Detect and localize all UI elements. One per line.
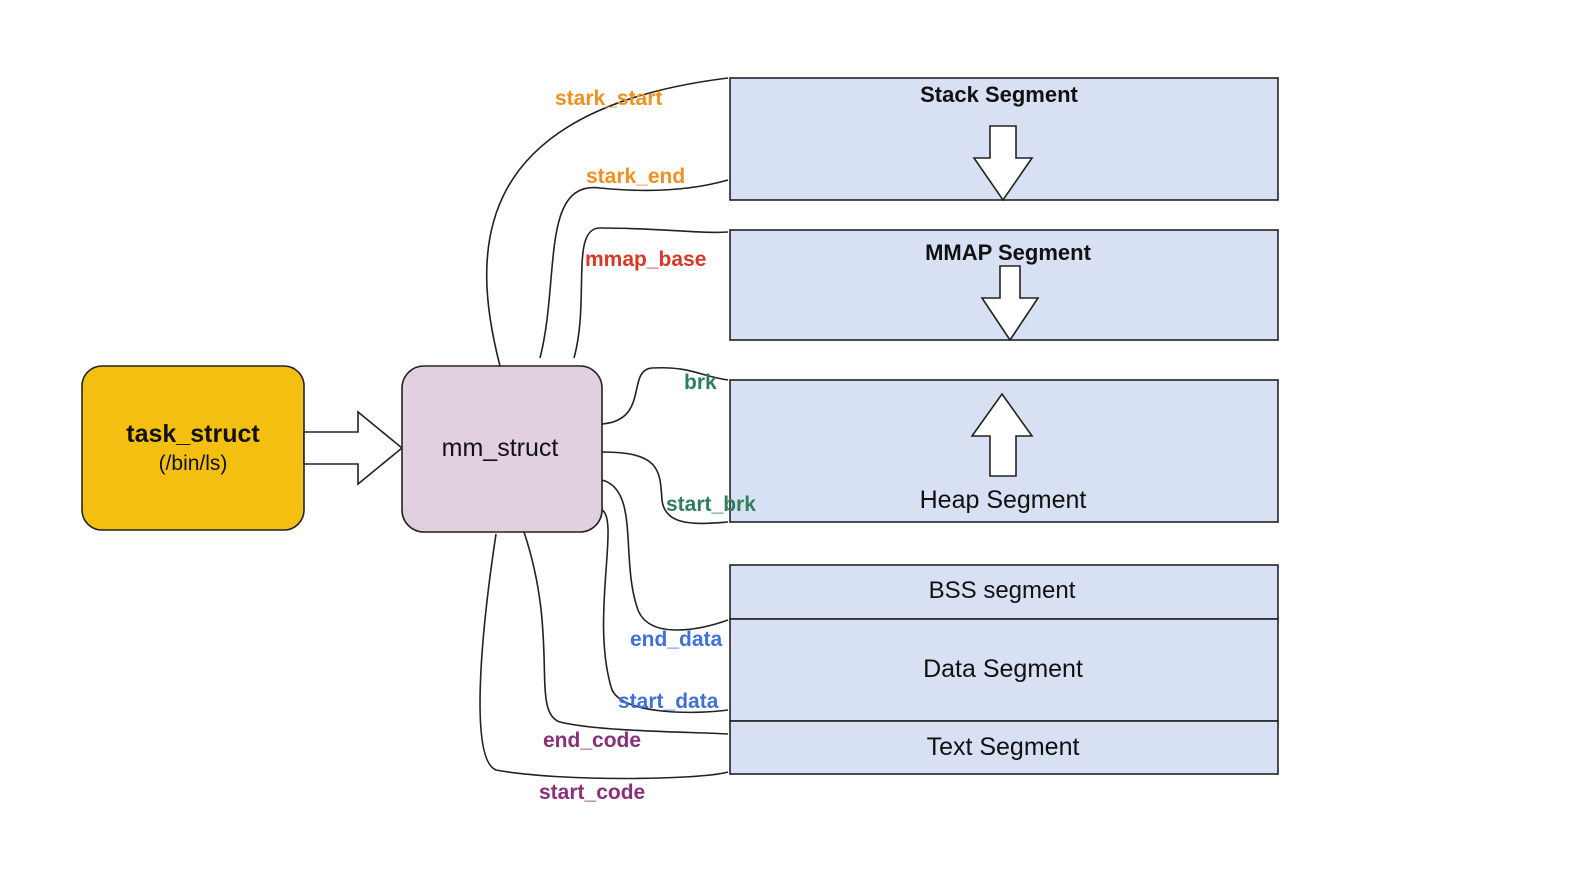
data-segment-box <box>729 618 1279 722</box>
pointer-connectors <box>479 77 729 780</box>
data-segment-label: Data Segment <box>923 655 1083 683</box>
connector-end-code <box>523 531 729 735</box>
label-end-data: end_data <box>630 628 723 651</box>
label-start-data: start_data <box>618 690 719 713</box>
connector-mmap-base <box>573 227 729 359</box>
pointer-labels: stark_start stark_end mmap_base brk star… <box>539 87 756 804</box>
heap-grow-up-arrow-icon <box>970 392 1034 477</box>
bss-segment-box <box>729 564 1279 620</box>
bss-segment-label: BSS segment <box>929 577 1076 604</box>
task-to-mm-arrow <box>303 410 404 486</box>
label-brk: brk <box>684 371 717 394</box>
label-stark-end: stark_end <box>586 165 685 188</box>
label-start-code: start_code <box>539 781 645 804</box>
mm-struct-node: mm_struct <box>401 365 603 533</box>
task-struct-box <box>81 365 305 531</box>
connector-start-data <box>601 509 729 714</box>
text-segment-box <box>729 720 1279 775</box>
heap-segment-label: Heap Segment <box>920 486 1087 514</box>
task-struct-subtitle: (/bin/ls) <box>159 452 228 475</box>
label-end-code: end_code <box>543 729 641 752</box>
connector-stark-end <box>539 179 729 359</box>
connector-start-brk <box>601 451 729 525</box>
stack-segment-label: Stack Segment <box>920 82 1078 107</box>
mm-struct-label: mm_struct <box>442 434 559 462</box>
label-stark-start: stark_start <box>555 87 662 110</box>
text-segment-label: Text Segment <box>927 733 1080 761</box>
mmap-segment-label: MMAP Segment <box>925 240 1092 265</box>
label-start-brk: start_brk <box>666 493 756 516</box>
connector-start-code <box>479 533 729 780</box>
heap-segment: Heap Segment <box>729 379 1279 523</box>
connector-end-data <box>601 479 729 631</box>
task-struct-node: task_struct (/bin/ls) <box>81 365 305 531</box>
text-segment: Text Segment <box>729 720 1279 775</box>
data-segment: Data Segment <box>729 618 1279 722</box>
stack-segment: Stack Segment <box>729 77 1279 202</box>
mmap-grow-down-arrow-icon <box>980 265 1040 342</box>
mm-struct-box <box>401 365 603 533</box>
connector-stark-start <box>485 77 729 367</box>
task-struct-title: task_struct <box>126 420 260 448</box>
connector-brk <box>601 366 729 425</box>
stack-grow-down-arrow-icon <box>972 125 1034 202</box>
label-mmap-base: mmap_base <box>585 248 706 271</box>
bss-segment: BSS segment <box>729 564 1279 620</box>
mmap-segment: MMAP Segment <box>729 229 1279 342</box>
